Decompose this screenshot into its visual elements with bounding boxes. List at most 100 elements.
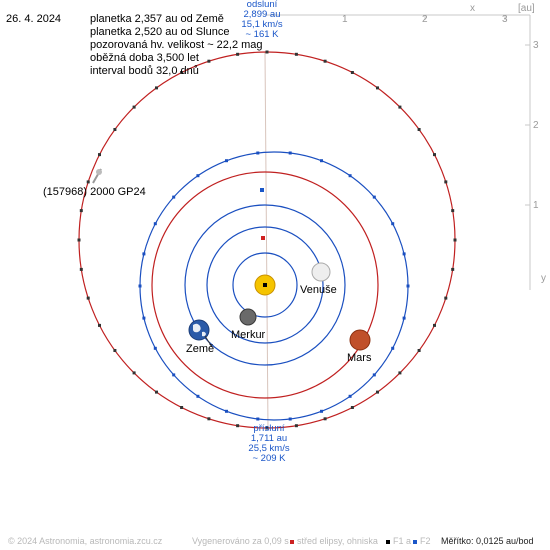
- outer-orbit-marker: [348, 394, 352, 398]
- venus: [311, 262, 331, 282]
- earth-orbit: [184, 204, 346, 366]
- ellipse-center-marker: [261, 236, 265, 240]
- asteroid-orbit-marker: [376, 390, 379, 394]
- outer-orbit-marker: [391, 222, 395, 226]
- asteroid-orbit-marker: [350, 71, 354, 74]
- asteroid-orbit-marker: [236, 52, 240, 56]
- asteroid-orbit-marker: [113, 128, 117, 131]
- asteroid-orbit-marker: [132, 371, 136, 375]
- asteroid-orbit-marker: [417, 128, 421, 131]
- copyright-link[interactable]: © 2024 Astronomia, astronomia.zcu.cz: [8, 536, 163, 546]
- asteroid-orbit-marker: [444, 296, 448, 300]
- outer-orbit-marker: [372, 373, 376, 377]
- y-tick-1: 1: [533, 200, 539, 211]
- aphelion-title: odsluní: [246, 0, 278, 10]
- asteroid-orbit-marker: [86, 180, 90, 184]
- outer-orbit-marker: [142, 316, 146, 320]
- asteroid-orbit-marker: [113, 349, 117, 352]
- perihelion-title: přísluní: [253, 423, 285, 434]
- asteroid-orbit-marker: [398, 371, 402, 375]
- venus-orbit: [206, 226, 324, 344]
- asteroid-orbit-marker: [398, 105, 402, 109]
- asteroid-orbit-marker: [323, 417, 327, 421]
- outer-orbit-marker: [372, 195, 376, 199]
- outer-orbit-marker: [172, 373, 176, 377]
- asteroid-orbit-marker: [323, 59, 327, 63]
- asteroid-orbit-marker: [155, 390, 158, 394]
- info-interval: interval bodů 32,0 dnů: [90, 65, 199, 77]
- mars-label: Mars: [347, 352, 372, 364]
- perihelion-speed: 25,5 km/s: [248, 443, 290, 454]
- unit-label: [au]: [518, 3, 535, 14]
- mercury-label: Merkur: [231, 329, 266, 341]
- perihelion-distance: 1,711 au: [250, 433, 288, 444]
- asteroid-orbit-marker: [444, 180, 448, 184]
- earth-label: Země: [186, 343, 215, 355]
- mars-orbit: [151, 171, 379, 399]
- focus-f2-marker: [260, 188, 264, 192]
- generated-time: Vygenerováno za 0,09 s: [192, 536, 289, 546]
- aphelion-speed: 15,1 km/s: [241, 19, 283, 30]
- asteroid: [92, 168, 102, 184]
- y-axis-label: y: [541, 273, 546, 284]
- asteroid-orbit-marker: [207, 59, 211, 63]
- legend-f2-text: F2: [420, 536, 431, 546]
- legend-f1-swatch: [386, 539, 390, 544]
- outer-orbit-marker: [288, 151, 292, 155]
- asteroid-orbit-marker: [79, 267, 83, 271]
- outer-orbit-marker: [225, 409, 228, 413]
- outer-orbit-marker: [196, 174, 200, 178]
- orbit-point-markers: [77, 50, 457, 430]
- scale-label: Měřítko: 0,0125 au/bod: [441, 536, 534, 546]
- asteroid-orbit-marker: [77, 238, 81, 242]
- mercury-orbit: [232, 252, 298, 318]
- asteroid-orbit-marker: [350, 406, 354, 409]
- aphelion-distance: 2,899 au: [243, 9, 281, 20]
- asteroid-orbit-marker: [294, 424, 298, 428]
- asteroid-orbit-marker: [132, 105, 136, 109]
- outer-orbit-marker: [348, 174, 352, 178]
- legend-center-text: střed elipsy, ohniska: [297, 536, 378, 546]
- info-period: oběžná doba 3,500 let: [90, 52, 199, 64]
- legend-center: střed elipsy, ohniska: [290, 535, 378, 547]
- asteroid-orbit-marker: [207, 417, 211, 421]
- outer-orbit-marker: [320, 409, 323, 413]
- earth-pointer: [204, 335, 213, 348]
- outer-orbit-marker: [153, 222, 157, 226]
- asteroid-orbit-marker: [86, 296, 90, 300]
- aphelion-temperature: ~ 161 K: [245, 29, 279, 40]
- asteroid-orbit-marker: [451, 267, 455, 271]
- legend-f2: F2: [413, 535, 431, 547]
- info-distance-sun: planetka 2,520 au od Slunce: [90, 26, 230, 38]
- asteroid-orbit-marker: [376, 86, 379, 90]
- y-tick-3: 3: [533, 40, 539, 51]
- outer-orbit-marker: [138, 284, 142, 288]
- mercury: [239, 308, 257, 326]
- asteroid-orbit-marker: [451, 209, 455, 213]
- info-distance-earth: planetka 2,357 au od Země: [90, 13, 224, 25]
- outer-orbit-marker: [256, 417, 260, 421]
- outer-orbit-marker: [256, 151, 260, 155]
- perihelion-temperature: ~ 209 K: [252, 453, 286, 464]
- asteroid-orbit-marker: [236, 424, 240, 428]
- sun-center-marker: [263, 283, 267, 287]
- x-tick-2: 2: [422, 14, 428, 25]
- mars: [349, 329, 371, 351]
- x-tick-3: 3: [502, 14, 508, 25]
- legend-f2-swatch: [413, 539, 417, 544]
- legend-f1: F1 a: [386, 535, 411, 547]
- aphelion-box: odsluní 2,899 au 15,1 km/s ~ 161 K: [232, 0, 292, 40]
- x-tick-1: 1: [342, 14, 348, 25]
- x-axis-label: x: [470, 3, 475, 14]
- outer-orbit-marker: [391, 346, 395, 350]
- earth-land: [193, 323, 206, 337]
- legend-center-swatch: [290, 539, 294, 544]
- asteroid-orbit-marker: [294, 52, 298, 56]
- asteroid-orbit-marker: [180, 406, 184, 409]
- asteroid-orbit-marker: [265, 426, 269, 430]
- outer-orbit-marker: [320, 159, 323, 163]
- outer-orbit-marker: [402, 252, 406, 256]
- outer-orbit-marker: [142, 252, 146, 256]
- asteroid-orbit-marker: [98, 153, 101, 157]
- asteroid-orbit-marker: [453, 238, 457, 242]
